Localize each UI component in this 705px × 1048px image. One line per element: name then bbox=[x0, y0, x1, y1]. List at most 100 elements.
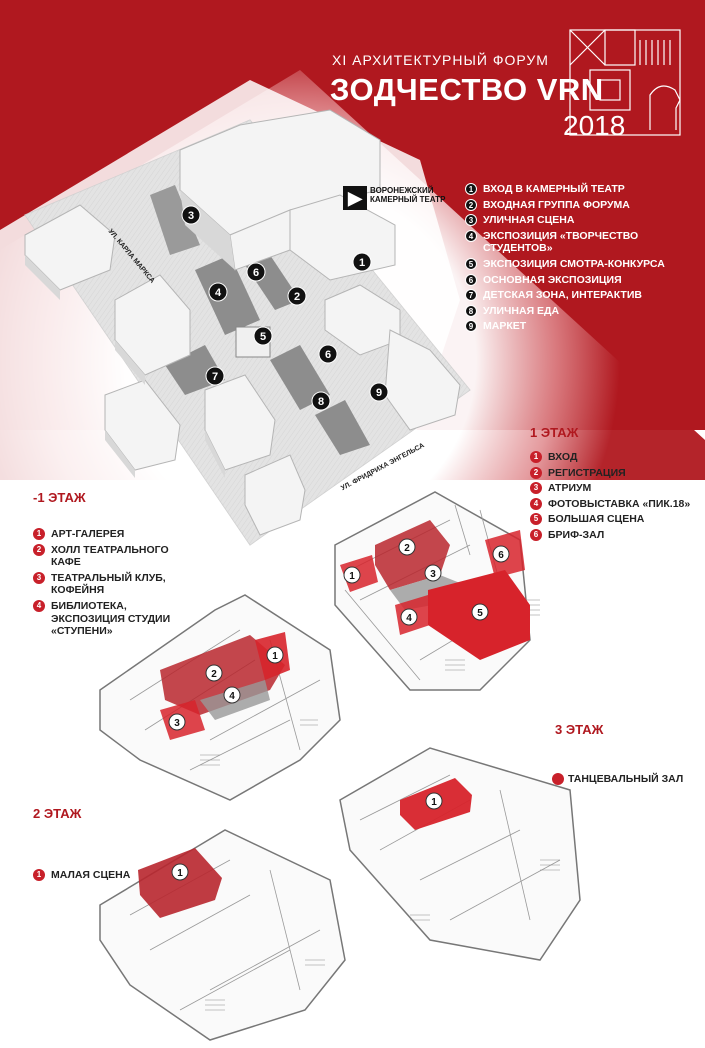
floor1-marker-label: 3 bbox=[430, 569, 436, 580]
site-marker-label: 8 bbox=[318, 396, 324, 408]
site-marker: 6 bbox=[246, 262, 266, 282]
floor1-marker-label: 4 bbox=[406, 613, 412, 624]
legend-label: ТЕАТРАЛЬНЫЙ КЛУБ, КОФЕЙНЯ bbox=[51, 571, 166, 597]
floor-minus1-marker-label: 1 bbox=[272, 651, 278, 662]
site-marker-label: 7 bbox=[212, 371, 218, 383]
floor-minus1-marker: 3 bbox=[168, 713, 186, 731]
floor1-marker-label: 6 bbox=[498, 550, 504, 561]
legend-number: 2 bbox=[530, 466, 542, 479]
floor-minus1-marker: 4 bbox=[223, 686, 241, 704]
floor-plan-3 bbox=[339, 747, 581, 961]
floor-minus1-legend-item: 3 ТЕАТРАЛЬНЫЙ КЛУБ, КОФЕЙНЯ bbox=[33, 571, 173, 597]
site-legend-item: 9 МАРКЕТ bbox=[465, 320, 685, 333]
theatre-logo-icon: ▶ bbox=[343, 186, 367, 210]
header-year: 2018 bbox=[563, 110, 626, 141]
legend-number: 3 bbox=[465, 214, 477, 227]
legend-number: 8 bbox=[465, 304, 477, 317]
legend-label: ФОТОВЫСТАВКА «ПИК.18» bbox=[548, 497, 691, 510]
site-marker: 4 bbox=[208, 282, 228, 302]
legend-number: 3 bbox=[33, 571, 45, 584]
legend-label: ХОЛЛ ТЕАТРАЛЬНОГО КАФЕ bbox=[51, 543, 169, 569]
legend-number: 1 bbox=[33, 869, 45, 881]
legend-label: БОЛЬШАЯ СЦЕНА bbox=[548, 513, 645, 526]
floor3-marker: 1 bbox=[425, 792, 443, 810]
floor-minus1-marker-label: 3 bbox=[174, 718, 180, 729]
site-marker-label: 1 bbox=[359, 257, 365, 269]
legend-label: АРТ-ГАЛЕРЕЯ bbox=[51, 528, 125, 540]
legend-label: УЛИЧНАЯ СЦЕНА bbox=[483, 214, 575, 227]
theatre-label: ВОРОНЕЖСКИЙ КАМЕРНЫЙ ТЕАТР bbox=[370, 186, 446, 205]
site-marker-label: 6 bbox=[253, 267, 259, 279]
floor1-marker-label: 1 bbox=[349, 571, 355, 582]
floor1-marker-label: 2 bbox=[404, 543, 410, 554]
floor1-legend-item: 1 ВХОД bbox=[530, 451, 700, 464]
legend-number: 5 bbox=[465, 257, 477, 270]
legend-label: МАЛАЯ СЦЕНА bbox=[51, 869, 131, 881]
site-marker: 7 bbox=[205, 366, 225, 386]
floor1-legend-item: 2 РЕГИСТРАЦИЯ bbox=[530, 466, 700, 480]
legend-label: ВХОД bbox=[548, 451, 578, 463]
legend-number: 1 bbox=[530, 451, 542, 463]
legend-number: 3 bbox=[530, 482, 542, 495]
floor1-marker: 5 bbox=[471, 603, 489, 621]
site-marker: 3 bbox=[181, 205, 201, 225]
floor1-markers: 1 2 3 4 5 6 bbox=[343, 538, 510, 626]
site-marker-label: 6 bbox=[325, 349, 331, 361]
floor1-marker: 3 bbox=[424, 564, 442, 582]
floor-plan-minus1 bbox=[99, 594, 341, 801]
floor3-title: 3 ЭТАЖ bbox=[555, 722, 604, 737]
site-marker-label: 9 bbox=[376, 387, 382, 399]
legend-label: ВХОД В КАМЕРНЫЙ ТЕАТР bbox=[483, 183, 625, 195]
floor2-title: 2 ЭТАЖ bbox=[33, 806, 82, 821]
legend-dot bbox=[552, 773, 564, 785]
site-legend-item: 1 ВХОД В КАМЕРНЫЙ ТЕАТР bbox=[465, 183, 685, 196]
floor2-markers: 1 bbox=[171, 863, 189, 881]
floor2-marker-label: 1 bbox=[177, 868, 183, 879]
site-marker-label: 4 bbox=[215, 287, 222, 299]
legend-label: РЕГИСТРАЦИЯ bbox=[548, 466, 626, 479]
legend-label: МАРКЕТ bbox=[483, 320, 527, 333]
floor1-legend-item: 3 АТРИУМ bbox=[530, 482, 700, 495]
floor-minus1-marker: 2 bbox=[205, 664, 223, 682]
floor3-legend: ТАНЦЕВАЛЬНЫЙ ЗАЛ bbox=[552, 773, 683, 785]
floor-minus1-legend-item: 1 АРТ-ГАЛЕРЕЯ bbox=[33, 528, 173, 541]
header-title: ЗОДЧЕСТВО VRN bbox=[330, 72, 604, 107]
site-legend-item: 3 УЛИЧНАЯ СЦЕНА bbox=[465, 214, 685, 227]
legend-label: АТРИУМ bbox=[548, 482, 592, 495]
site-marker: 9 bbox=[369, 382, 389, 402]
legend-number: 4 bbox=[33, 599, 45, 612]
floor1-marker: 2 bbox=[398, 538, 416, 556]
site-marker: 2 bbox=[287, 286, 307, 306]
floor-plan-2 bbox=[99, 829, 346, 1041]
site-marker-label: 2 bbox=[294, 291, 300, 303]
legend-number: 1 bbox=[33, 528, 45, 540]
floor3-marker-label: 1 bbox=[431, 797, 437, 808]
floor1-title: 1 ЭТАЖ bbox=[530, 425, 579, 440]
floor2-marker: 1 bbox=[171, 863, 189, 881]
floor-minus1-marker-label: 4 bbox=[229, 691, 235, 702]
floor1-marker-label: 5 bbox=[477, 608, 483, 619]
legend-number: 9 bbox=[465, 320, 477, 333]
floor3-markers: 1 bbox=[425, 792, 443, 810]
legend-number: 6 bbox=[530, 528, 542, 541]
legend-label: БИБЛИОТЕКА, ЭКСПОЗИЦИЯ СТУДИИ «СТУПЕНИ» bbox=[51, 599, 171, 638]
floor-minus1-markers: 1 2 3 4 bbox=[168, 646, 284, 731]
legend-label: ВХОДНАЯ ГРУППА ФОРУМА bbox=[483, 198, 630, 211]
site-marker: 6 bbox=[318, 344, 338, 364]
legend-label: ДЕТСКАЯ ЗОНА, ИНТЕРАКТИВ bbox=[483, 289, 642, 302]
floor1-marker: 6 bbox=[492, 545, 510, 563]
legend-number: 1 bbox=[465, 183, 477, 195]
site-marker: 1 bbox=[352, 252, 372, 272]
legend-label: УЛИЧНАЯ ЕДА bbox=[483, 304, 560, 317]
site-marker: 8 bbox=[311, 391, 331, 411]
